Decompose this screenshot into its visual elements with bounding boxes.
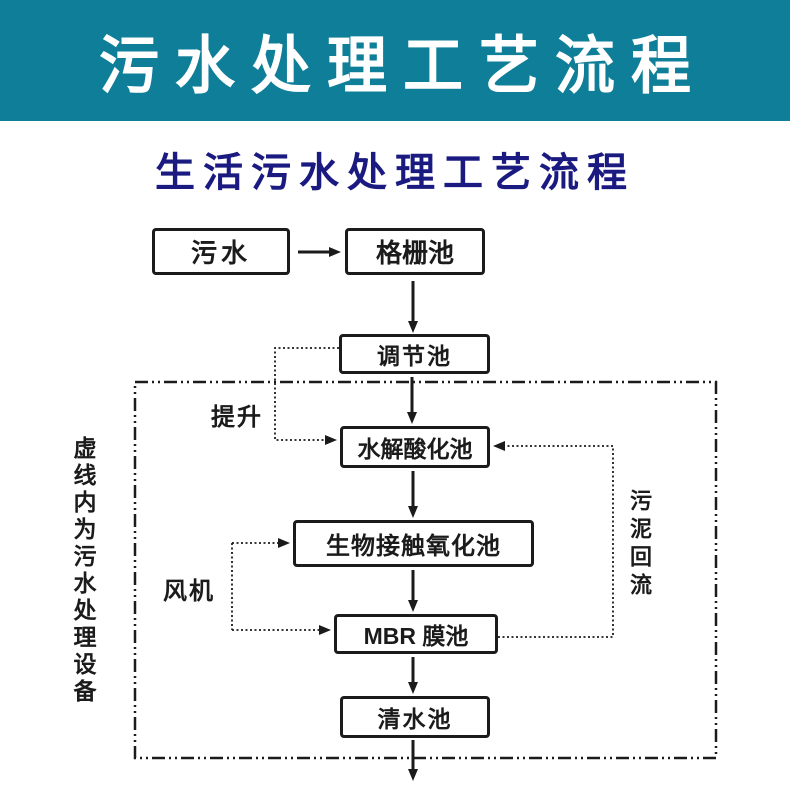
lift-label: 提升: [211, 404, 263, 431]
subtitle: 生活污水处理工艺流程: [155, 151, 635, 195]
node-regulating-pool: 调节池: [339, 334, 490, 374]
node-clear-water-pool: 清水池: [340, 696, 490, 738]
node-bio-contact-pool: 生物接触氧化池: [293, 520, 534, 567]
blower-label: 风机: [163, 578, 215, 605]
node-grid-pool: 格栅池: [345, 228, 485, 275]
equipment-boundary-dashed-box: [133, 380, 718, 760]
banner: 污水处理工艺流程: [0, 0, 790, 121]
node-mbr-pool: MBR 膜池: [334, 614, 498, 654]
lift-dotted-connector: [274, 347, 339, 445]
node-hydrolysis-pool: 水解酸化池: [340, 426, 490, 468]
sludge-return-label: 污泥回流: [627, 489, 652, 601]
dashed-boundary-note-label: 虚线内为污水处理设备: [70, 436, 96, 706]
sludge-return-dotted-connector: [493, 441, 614, 638]
banner-title: 污水处理工艺流程: [99, 30, 707, 101]
node-sewage: 污水: [152, 228, 290, 275]
